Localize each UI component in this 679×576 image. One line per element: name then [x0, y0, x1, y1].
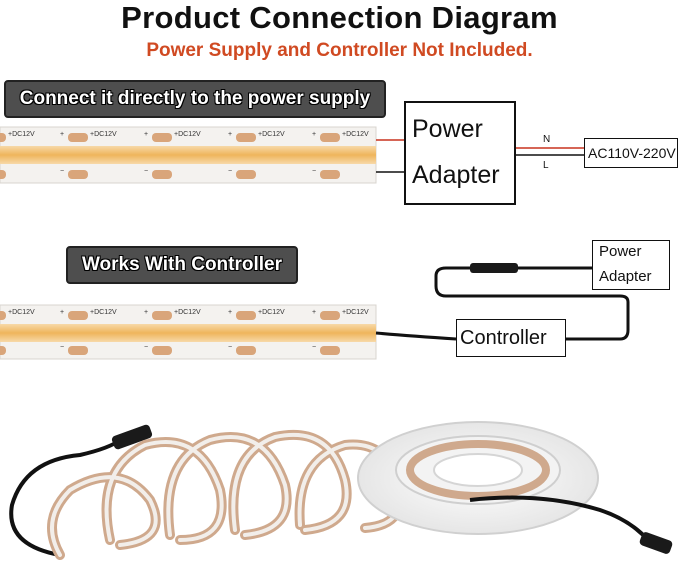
pad-label: +DC12V [8, 131, 35, 138]
mains-label: AC110V-220V [588, 145, 676, 161]
power-adapter-box: Power Adapter [404, 101, 516, 205]
banner-direct-connection: Connect it directly to the power supply [4, 80, 386, 118]
adapter-label-line2: Adapter [412, 161, 500, 189]
power-adapter-box-2: Power Adapter [592, 240, 670, 290]
minus-sign: − [228, 168, 233, 175]
copper-pad [236, 346, 256, 355]
plus-sign: + [144, 131, 149, 138]
plus-sign: + [144, 309, 149, 316]
pad-label: +DC12V [258, 309, 285, 316]
mains-box: AC110V-220V [584, 138, 678, 168]
copper-pad [0, 170, 6, 179]
minus-sign: − [60, 168, 65, 175]
wire-n-label: N [543, 134, 551, 145]
cable-strip-to-controller [375, 331, 457, 341]
pad-label: +DC12V [8, 309, 35, 316]
plus-sign: + [312, 309, 317, 316]
copper-pad [152, 133, 172, 142]
pad-label: +DC12V [174, 131, 201, 138]
minus-sign: − [312, 168, 317, 175]
wires-adapter-to-mains [516, 147, 584, 156]
page-subtitle: Power Supply and Controller Not Included… [146, 40, 533, 61]
pad-label: +DC12V [342, 309, 369, 316]
copper-pad [152, 170, 172, 179]
pad-label: +DC12V [90, 309, 117, 316]
copper-pad [236, 133, 256, 142]
pad-label: +DC12V [174, 309, 201, 316]
led-strip-direct [0, 126, 377, 184]
copper-pad [320, 311, 340, 320]
pad-label: +DC12V [258, 131, 285, 138]
adapter2-label-line1: Power [599, 243, 642, 260]
led-strip-controller [0, 304, 377, 360]
minus-sign: − [228, 344, 233, 351]
dc-connector-icon [470, 263, 518, 273]
copper-pad [320, 170, 340, 179]
copper-pad [320, 133, 340, 142]
pad-label: +DC12V [90, 131, 117, 138]
copper-pad [0, 311, 6, 320]
product-photo [9, 421, 673, 560]
copper-pad [68, 133, 88, 142]
minus-sign: − [144, 344, 149, 351]
minus-sign: − [60, 344, 65, 351]
copper-pad [236, 311, 256, 320]
plus-sign: + [228, 131, 233, 138]
controller-label: Controller [460, 327, 547, 349]
plus-sign: + [312, 131, 317, 138]
wire-l-label: L [543, 160, 549, 171]
copper-pad [236, 170, 256, 179]
copper-pad [68, 346, 88, 355]
copper-pad [152, 346, 172, 355]
wires-strip-to-adapter [376, 139, 404, 173]
page-title: Product Connection Diagram [121, 0, 558, 35]
copper-pad [68, 311, 88, 320]
cable-controller-to-adapter [434, 263, 630, 341]
plus-sign: + [60, 309, 65, 316]
adapter2-label-line2: Adapter [599, 268, 652, 285]
copper-pad [0, 346, 6, 355]
copper-pad [0, 133, 6, 142]
minus-sign: − [312, 344, 317, 351]
plus-sign: + [228, 309, 233, 316]
plus-sign: + [60, 131, 65, 138]
pad-label: +DC12V [342, 131, 369, 138]
copper-pad [68, 170, 88, 179]
copper-pad [320, 346, 340, 355]
minus-sign: − [144, 168, 149, 175]
controller-box: Controller [456, 319, 566, 357]
adapter-label-line1: Power [412, 115, 483, 143]
copper-pad [152, 311, 172, 320]
banner-controller: Works With Controller [66, 246, 298, 284]
